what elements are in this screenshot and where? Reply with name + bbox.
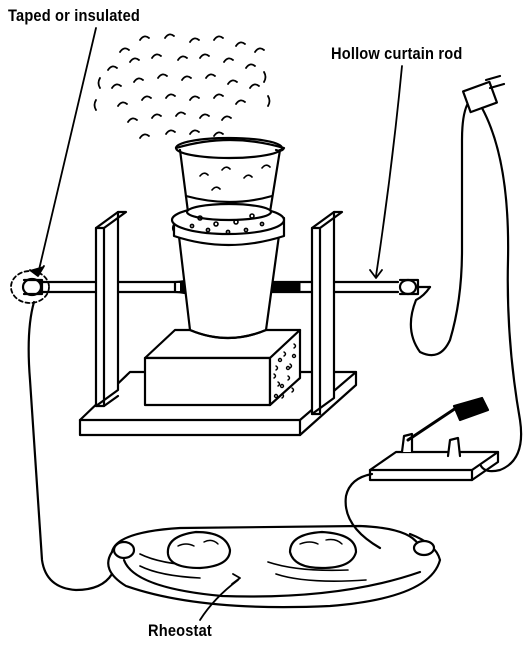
taped-insulated-label: Taped or insulated xyxy=(8,6,140,26)
rheostat-label: Rheostat xyxy=(148,621,212,641)
curtain-rod-label: Hollow curtain rod xyxy=(331,44,462,64)
brick-block xyxy=(145,330,300,405)
switch-wire xyxy=(346,474,380,548)
left-upright xyxy=(96,212,126,406)
insulated-end xyxy=(11,271,49,303)
steam-puffs xyxy=(95,34,270,138)
knife-switch xyxy=(370,398,498,480)
flower-pot xyxy=(172,206,284,338)
right-upright xyxy=(312,212,342,414)
rheostat-dish xyxy=(108,526,440,607)
